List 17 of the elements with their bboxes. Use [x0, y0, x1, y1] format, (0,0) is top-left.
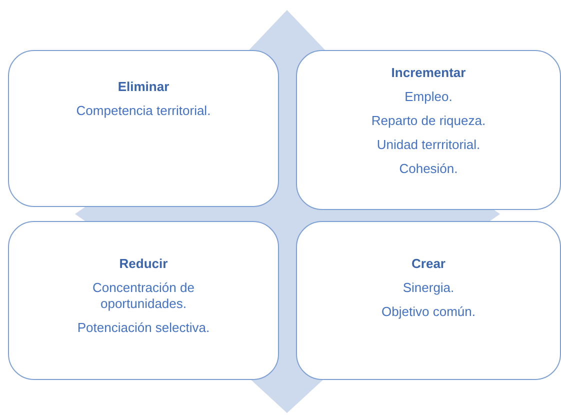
quadrant-item: Potenciación selectiva.: [77, 320, 210, 336]
quadrant-card: [296, 221, 561, 380]
quadrant-heading: Eliminar: [118, 79, 170, 94]
quadrant-item: Sinergia.: [402, 280, 454, 296]
quadrant-item: Unidad terrritorial.: [376, 137, 480, 153]
quadrant-item: Concentración de oportunidades.: [92, 280, 196, 312]
quadrant-heading: Reducir: [119, 256, 168, 271]
quadrant-heading: Crear: [412, 256, 446, 271]
quadrant-item: Reparto de riqueza.: [371, 113, 486, 129]
quadrant-card: [296, 50, 561, 210]
quadrant-item: Cohesión.: [399, 161, 458, 177]
quadrant-card: [8, 221, 279, 380]
quadrant-item: Empleo.: [404, 89, 452, 105]
quadrant-heading: Incrementar: [391, 65, 466, 80]
quadrant-item: Objetivo común.: [382, 304, 476, 320]
quadrant-card: [8, 50, 279, 207]
quadrant-item: Competencia territorial.: [76, 103, 211, 119]
